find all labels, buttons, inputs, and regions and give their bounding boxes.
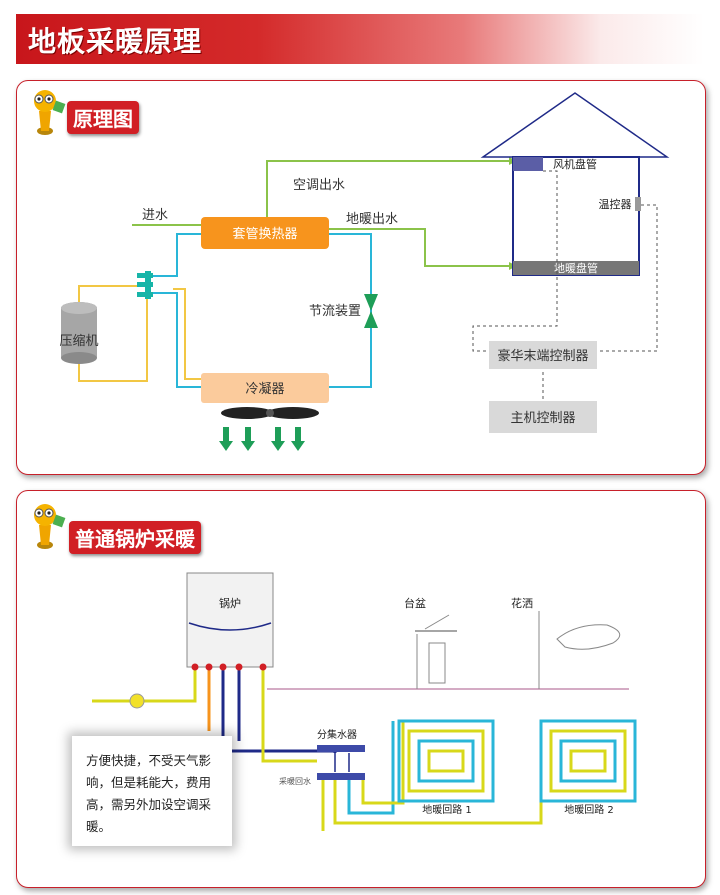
fan-coil-label: 风机盘管 xyxy=(553,157,597,171)
floor-pipe-label: 地暖盘管 xyxy=(554,261,598,275)
floor-loop-1 xyxy=(397,719,495,803)
exchanger-label: 套管换热器 xyxy=(232,226,297,242)
boiler-diagram: 锅炉 采暖回水 台盆 花洒 分集水器 xyxy=(92,572,637,831)
house-body xyxy=(512,156,640,276)
pipe-label: 采暖回水 xyxy=(279,776,311,786)
principle-panel: 原理图 套管换热器 压缩机 xyxy=(16,80,706,475)
four-way-valve xyxy=(137,271,153,299)
compressor-icon xyxy=(61,302,97,364)
basin-label: 台盆 xyxy=(404,596,426,610)
ac-outlet-pipe xyxy=(266,160,513,217)
page-title: 地板采暖原理 xyxy=(28,25,203,58)
compressor-label: 压缩机 xyxy=(59,333,98,349)
terminal-controller-label: 豪华末端控制器 xyxy=(497,348,588,364)
house-roof xyxy=(480,92,670,158)
condenser-label: 冷凝器 xyxy=(245,381,284,397)
floor-pipe-box xyxy=(513,261,639,275)
basin-icon xyxy=(415,614,457,689)
shower-label: 花洒 xyxy=(511,597,533,610)
main-controller-label: 主机控制器 xyxy=(510,411,575,426)
exchanger-box xyxy=(201,217,329,249)
mascot-icon xyxy=(34,90,66,135)
section-label-principle: 原理图 xyxy=(67,101,139,134)
ac-outlet-label: 空调出水 xyxy=(293,178,345,193)
shower-icon xyxy=(538,611,621,689)
loop2-label: 地暖回路 2 xyxy=(564,803,614,816)
valve-icon xyxy=(129,693,145,709)
fan-coil-box xyxy=(513,157,543,171)
terminal-controller-box xyxy=(489,341,597,369)
boiler-panel: 普通锅炉采暖 锅炉 采暖回水 台盆 xyxy=(16,490,706,888)
floor-loop-2 xyxy=(539,719,637,803)
manifold-label: 分集水器 xyxy=(317,728,357,741)
control-wire xyxy=(472,170,558,352)
heat-pump-diagram: 套管换热器 压缩机 节流装置 冷凝器 进水 空调出水 地暖出水 xyxy=(59,92,670,451)
mascot-icon xyxy=(34,504,66,549)
boiler-label: 锅炉 xyxy=(219,597,241,610)
boiler-note: 方便快捷，不受天气影响，但是耗能大，费用高，需另外加设空调采暖。 xyxy=(72,736,232,846)
throttle-icon xyxy=(364,294,378,328)
manifold-bar-bottom xyxy=(317,773,365,780)
refrigerant-loop-top xyxy=(145,233,201,277)
airflow-arrows xyxy=(219,427,305,451)
thermostat-label: 温控器 xyxy=(599,197,632,211)
inlet-label: 进水 xyxy=(142,208,168,223)
refrigerant-loop-left xyxy=(145,292,201,388)
thermostat-box xyxy=(635,197,641,211)
manifold-bar-top xyxy=(317,745,365,752)
title-banner: 地板采暖原理 xyxy=(16,14,704,64)
condenser-box xyxy=(201,373,329,403)
main-controller-box xyxy=(489,401,597,433)
loop1-label: 地暖回路 1 xyxy=(422,803,472,816)
fan-icon xyxy=(221,407,319,419)
floor-outlet-pipe xyxy=(329,228,513,267)
throttle-label: 节流装置 xyxy=(309,304,361,319)
floor-outlet-label: 地暖出水 xyxy=(346,212,398,227)
section-label-boiler: 普通锅炉采暖 xyxy=(69,521,201,554)
boiler-box xyxy=(186,572,274,668)
